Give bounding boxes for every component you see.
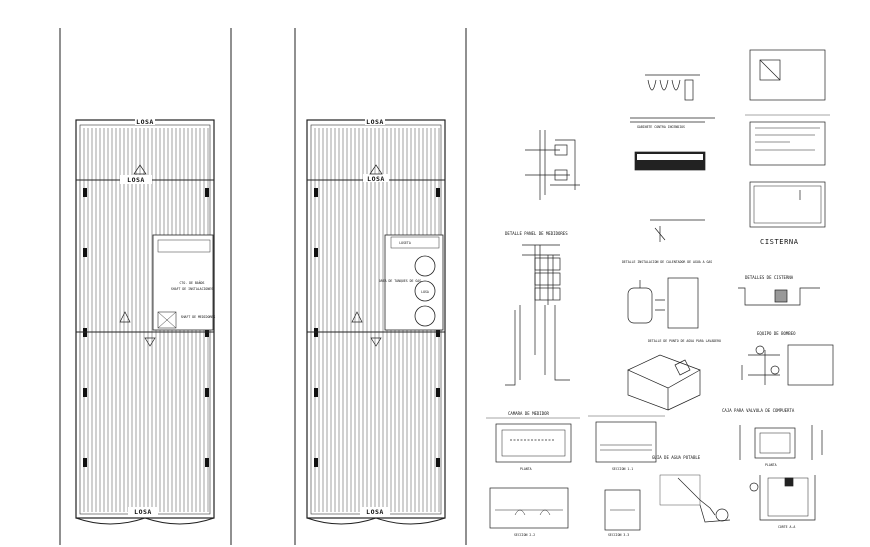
column-mark bbox=[205, 388, 209, 397]
plan-1-top-label: LOSA bbox=[136, 118, 154, 126]
plan-1-hatching bbox=[83, 128, 209, 512]
floor-plan-1: LOSA LOSA LOSA CTO. DE BAÑOS SHAFT DE IN… bbox=[59, 28, 232, 545]
column-mark bbox=[314, 388, 318, 397]
plan-1-bottom-label: LOSA bbox=[134, 508, 152, 516]
details-panel bbox=[486, 49, 834, 531]
column-mark bbox=[436, 388, 440, 397]
column-mark bbox=[436, 458, 440, 467]
punto-agua-title: DETALLE DE PUNTO DE AGUA PARA LAVADERO bbox=[648, 339, 721, 343]
column-mark bbox=[83, 388, 87, 397]
column-mark bbox=[436, 188, 440, 197]
plan-1-room3-label: SHAFT DE MEDIDORES bbox=[181, 315, 216, 319]
plan-1-mid-label: LOSA bbox=[127, 176, 145, 184]
plan-2-shaft-label: LOSETA bbox=[399, 241, 411, 245]
plan-1-room1-label: CTO. DE BAÑOS bbox=[180, 280, 205, 285]
floor-plan-2: LOSA LOSA LOSA LOSA AREA DE TANQUES DE G… bbox=[294, 28, 467, 545]
column-mark bbox=[205, 188, 209, 197]
cisterna-title: CISTERNA bbox=[760, 238, 799, 246]
planta-label-1: PLANTA bbox=[520, 467, 532, 471]
detalles-cisterna-title: DETALLES DE CISTERNA bbox=[745, 275, 794, 280]
plan-2-mid-label: LOSA bbox=[367, 175, 385, 183]
seccion-1-label: SECCION 1-1 bbox=[612, 467, 633, 471]
gabinete-label: GABINETE CONTRA INCENDIOS bbox=[637, 125, 685, 129]
seccion-3-label: SECCION 3-3 bbox=[608, 533, 629, 537]
column-mark bbox=[314, 458, 318, 467]
column-mark bbox=[205, 458, 209, 467]
detail-labels: DETALLE PANEL DE MEDIDORES DETALLE INSTA… bbox=[505, 125, 799, 537]
equipo-bombeo-title: EQUIPO DE BOMBEO bbox=[757, 331, 796, 336]
calentador-title: DETALLE INSTALACION DE CALENTADOR DE AGU… bbox=[622, 260, 712, 264]
caja-valvula-title: CAJA PARA VALVULA DE COMPUERTA bbox=[722, 408, 795, 413]
corte-a-label: CORTE A-A bbox=[778, 525, 795, 529]
plan-2-top-label: LOSA bbox=[366, 118, 384, 126]
column-mark bbox=[83, 188, 87, 197]
guia-agua-title: GUIA DE AGUA POTABLE bbox=[652, 455, 701, 460]
planta-label-2: PLANTA bbox=[765, 463, 777, 467]
plan-1-room2-label: SHAFT DE INSTALACIONES bbox=[171, 287, 213, 291]
plan-2-bottom-label: LOSA bbox=[366, 508, 384, 516]
column-mark bbox=[83, 458, 87, 467]
plan-2-tank-label: LOSA bbox=[421, 290, 429, 294]
camara-medidor-title: CAMARA DE MEDIDOR bbox=[508, 411, 550, 416]
column-mark bbox=[314, 188, 318, 197]
seccion-2-label: SECCION 2-2 bbox=[514, 533, 535, 537]
column-mark bbox=[83, 248, 87, 257]
plan-2-area-label: AREA DE TANQUES DE GAS bbox=[379, 279, 421, 283]
panel-medidores-title: DETALLE PANEL DE MEDIDORES bbox=[505, 231, 568, 236]
column-mark bbox=[314, 248, 318, 257]
